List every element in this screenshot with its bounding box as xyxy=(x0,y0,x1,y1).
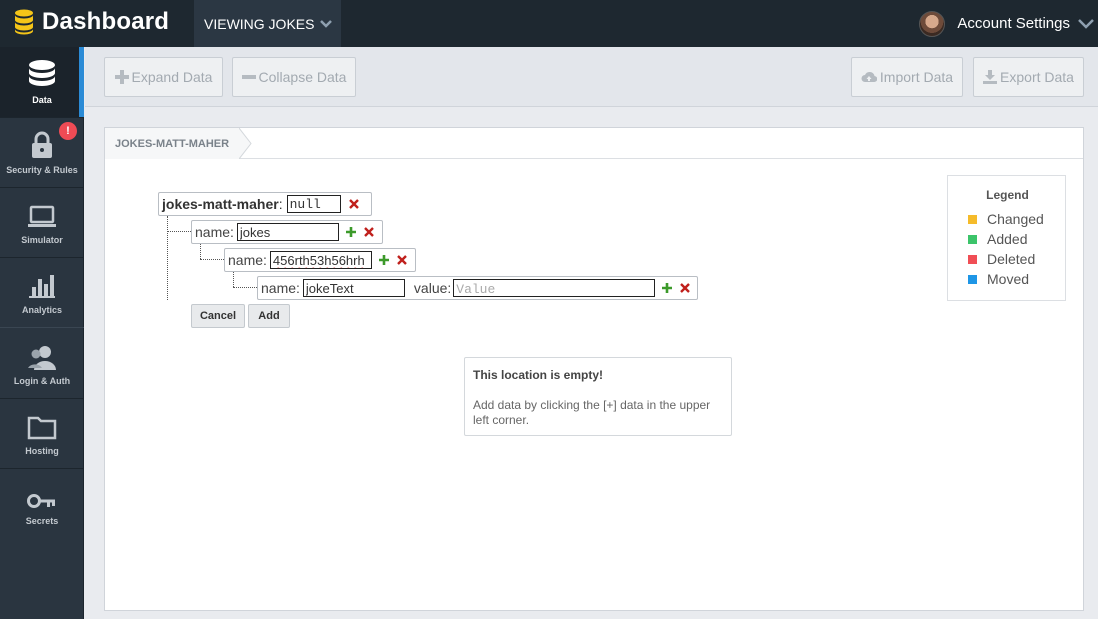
viewing-dropdown[interactable]: VIEWING JOKES xyxy=(194,0,341,47)
alert-badge: ! xyxy=(59,122,77,140)
level2-name-input[interactable] xyxy=(269,251,372,269)
viewing-label: VIEWING JOKES xyxy=(204,15,315,32)
toolbar: Expand Data Collapse Data Import Data Ex… xyxy=(85,47,1098,107)
root-key: jokes-matt-maher xyxy=(162,196,279,212)
sidebar-item-login-auth[interactable]: Login & Auth xyxy=(0,328,84,398)
sidebar-item-analytics[interactable]: Analytics xyxy=(0,257,84,327)
legend-item-added: Added xyxy=(968,231,1027,247)
level3-name-input[interactable] xyxy=(302,279,405,297)
value-label: value: xyxy=(413,280,452,296)
add-child-icon[interactable] xyxy=(345,226,357,238)
expand-data-button[interactable]: Expand Data xyxy=(104,57,223,97)
cancel-button[interactable]: Cancel xyxy=(191,304,245,328)
chevron-down-icon xyxy=(1078,18,1094,29)
laptop-icon xyxy=(28,205,56,227)
remove-icon[interactable] xyxy=(396,254,408,266)
legend-swatch xyxy=(968,274,977,284)
legend-label: Deleted xyxy=(987,251,1036,267)
legend-swatch xyxy=(968,214,977,224)
tree-node-level2: name: xyxy=(224,248,416,272)
legend-label: Changed xyxy=(987,211,1044,227)
collapse-data-button[interactable]: Collapse Data xyxy=(232,57,356,97)
legend-label: Moved xyxy=(987,271,1030,287)
remove-icon[interactable] xyxy=(363,226,375,238)
legend-item-moved: Moved xyxy=(968,271,1029,287)
breadcrumb-arrow-icon xyxy=(239,128,252,159)
add-child-icon[interactable] xyxy=(378,254,390,266)
account-settings-label: Account Settings xyxy=(957,15,1070,32)
cloud-upload-icon xyxy=(861,71,877,83)
account-menu[interactable]: Account Settings xyxy=(919,0,1098,47)
sidebar-item-label: Analytics xyxy=(21,305,63,315)
legend-item-changed: Changed xyxy=(968,211,1044,227)
sidebar-item-data[interactable]: Data xyxy=(0,47,84,117)
empty-notice-title: This location is empty! xyxy=(473,368,604,382)
plus-icon xyxy=(114,70,129,84)
level3-value-input[interactable] xyxy=(453,279,656,297)
sidebar-item-label: Login & Auth xyxy=(13,376,71,386)
root-separator: : xyxy=(278,196,283,212)
lock-icon xyxy=(32,131,52,158)
collapse-data-label: Collapse Data xyxy=(258,69,347,85)
legend-label: Added xyxy=(987,231,1028,247)
key-icon xyxy=(27,494,55,508)
export-data-label: Export Data xyxy=(1000,69,1074,85)
bar-chart-icon xyxy=(29,275,55,298)
tree-root-node: jokes-matt-maher : xyxy=(158,192,372,216)
add-child-icon[interactable] xyxy=(661,282,673,294)
folder-icon xyxy=(27,416,57,440)
add-button[interactable]: Add xyxy=(248,304,290,328)
root-value-input[interactable] xyxy=(286,195,341,213)
sidebar-item-label: Simulator xyxy=(21,235,63,245)
top-bar: Dashboard VIEWING JOKES Account Settings xyxy=(0,0,1098,47)
legend-swatch xyxy=(968,254,977,264)
empty-location-notice: This location is empty! Add data by clic… xyxy=(464,357,732,436)
sidebar-item-label: Secrets xyxy=(25,516,59,526)
sidebar-item-hosting[interactable]: Hosting xyxy=(0,398,84,468)
remove-icon[interactable] xyxy=(348,198,360,210)
minus-icon xyxy=(241,75,256,79)
name-label: name: xyxy=(261,280,300,296)
import-data-button[interactable]: Import Data xyxy=(851,57,963,97)
sidebar-item-label: Hosting xyxy=(25,446,59,456)
brand[interactable]: Dashboard xyxy=(14,6,169,38)
expand-data-label: Expand Data xyxy=(131,69,213,85)
tree-node-level3: name: value: xyxy=(257,276,698,300)
empty-notice-body: Add data by clicking the [+] data in the… xyxy=(473,398,711,427)
breadcrumb-item[interactable]: JOKES-MATT-MAHER xyxy=(105,128,240,159)
sidebar-item-secrets[interactable]: Secrets xyxy=(0,468,84,538)
brand-title: Dashboard xyxy=(42,8,170,35)
sidebar-item-label: Data xyxy=(32,95,52,105)
breadcrumb: JOKES-MATT-MAHER xyxy=(105,128,1083,159)
name-label: name: xyxy=(228,252,267,268)
level1-name-input[interactable] xyxy=(236,223,339,241)
avatar xyxy=(919,10,946,37)
database-logo-icon xyxy=(15,9,33,35)
import-data-label: Import Data xyxy=(879,69,954,85)
legend-item-deleted: Deleted xyxy=(968,251,1035,267)
chevron-down-icon xyxy=(320,19,333,28)
name-label: name: xyxy=(195,224,234,240)
sidebar-item-security[interactable]: ! Security & Rules xyxy=(0,117,84,187)
legend-title: Legend xyxy=(986,188,1029,202)
database-icon xyxy=(29,60,55,86)
legend: Legend Changed Added Deleted Moved xyxy=(947,175,1066,301)
remove-icon[interactable] xyxy=(679,282,691,294)
legend-swatch xyxy=(968,234,977,244)
users-icon xyxy=(28,346,56,370)
export-data-button[interactable]: Export Data xyxy=(973,57,1084,97)
sidebar-item-simulator[interactable]: Simulator xyxy=(0,187,84,257)
download-icon xyxy=(983,70,998,84)
tree-node-level1: name: xyxy=(191,220,383,244)
sidebar-item-label: Security & Rules xyxy=(6,165,78,175)
sidebar: Data ! Security & Rules Simulator Analyt… xyxy=(0,47,84,619)
